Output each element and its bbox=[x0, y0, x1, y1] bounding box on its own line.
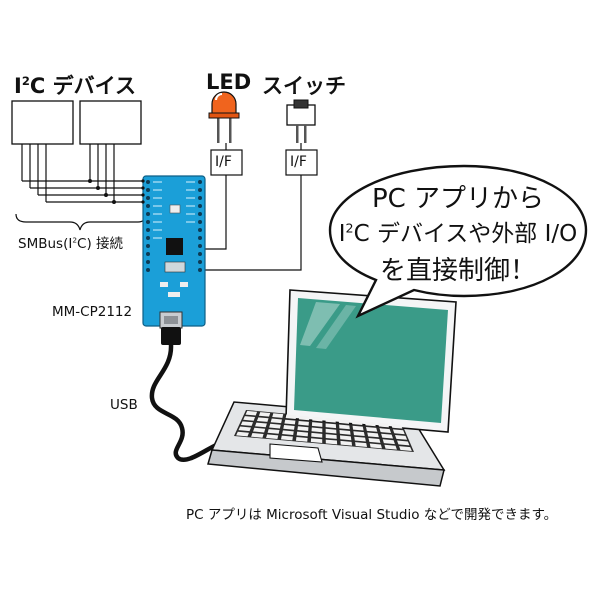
i2c-device-box-1 bbox=[11, 100, 74, 145]
led-icon bbox=[208, 91, 240, 143]
smbus-wires bbox=[21, 144, 143, 203]
switch-title: スイッチ bbox=[262, 74, 346, 98]
usb-label: USB bbox=[110, 397, 138, 413]
footer-note: PC アプリは Microsoft Visual Studio などで開発できま… bbox=[186, 507, 558, 523]
switch-icon bbox=[286, 99, 316, 143]
if-led-label: I/F bbox=[215, 154, 232, 170]
i2c-device-box-2 bbox=[79, 100, 142, 145]
led-if-to-board-wire bbox=[205, 175, 227, 250]
led-title: LED bbox=[206, 70, 252, 94]
laptop-screen bbox=[294, 298, 448, 423]
board-pin-connections bbox=[141, 179, 145, 204]
board-name-label: MM-CP2112 bbox=[52, 304, 133, 320]
laptop bbox=[207, 289, 457, 487]
bubble-line-1: PC アプリから bbox=[371, 184, 545, 214]
switch-if-to-board-wire bbox=[205, 175, 302, 271]
if-switch-label: I/F bbox=[290, 154, 307, 170]
bubble-line-3: を直接制御！ bbox=[379, 256, 536, 286]
usb-plug bbox=[161, 327, 181, 345]
usb-cable bbox=[149, 342, 231, 462]
speech-bubble bbox=[328, 164, 588, 319]
bubble-line-2: I2C デバイスや外部 I/O bbox=[338, 220, 578, 247]
smbus-label: SMBus(I2C) 接続 bbox=[18, 235, 124, 252]
speech-bubble-text: PC アプリから I2C デバイスや外部 I/O を直接制御！ bbox=[330, 176, 586, 296]
if-box-led bbox=[210, 149, 243, 176]
smbus-brace bbox=[15, 213, 147, 231]
mm-cp2112-board bbox=[142, 175, 206, 329]
smbus-junctions bbox=[88, 179, 116, 204]
i2c-devices-title: I2C デバイス bbox=[14, 74, 136, 98]
